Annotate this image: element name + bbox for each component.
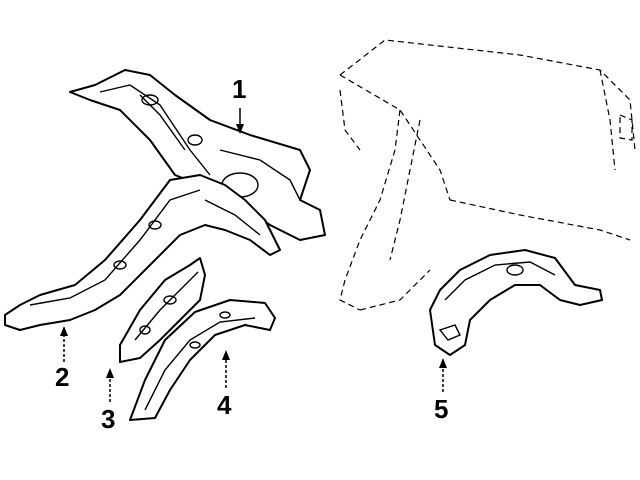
part-4-wheelhouse-outer bbox=[129, 299, 276, 421]
callout-5: 5 bbox=[434, 394, 449, 424]
vehicle-body-outline bbox=[339, 39, 636, 311]
callout-1: 1 bbox=[232, 74, 247, 104]
part-5-splash-shield bbox=[429, 249, 603, 356]
callout-3: 3 bbox=[101, 404, 116, 434]
callout-4: 4 bbox=[217, 390, 232, 420]
part-2-rear-side-member bbox=[4, 174, 281, 331]
part-3-wheelhouse-inner bbox=[119, 257, 206, 363]
callout-2: 2 bbox=[55, 362, 70, 392]
callout-arrows bbox=[60, 108, 447, 402]
